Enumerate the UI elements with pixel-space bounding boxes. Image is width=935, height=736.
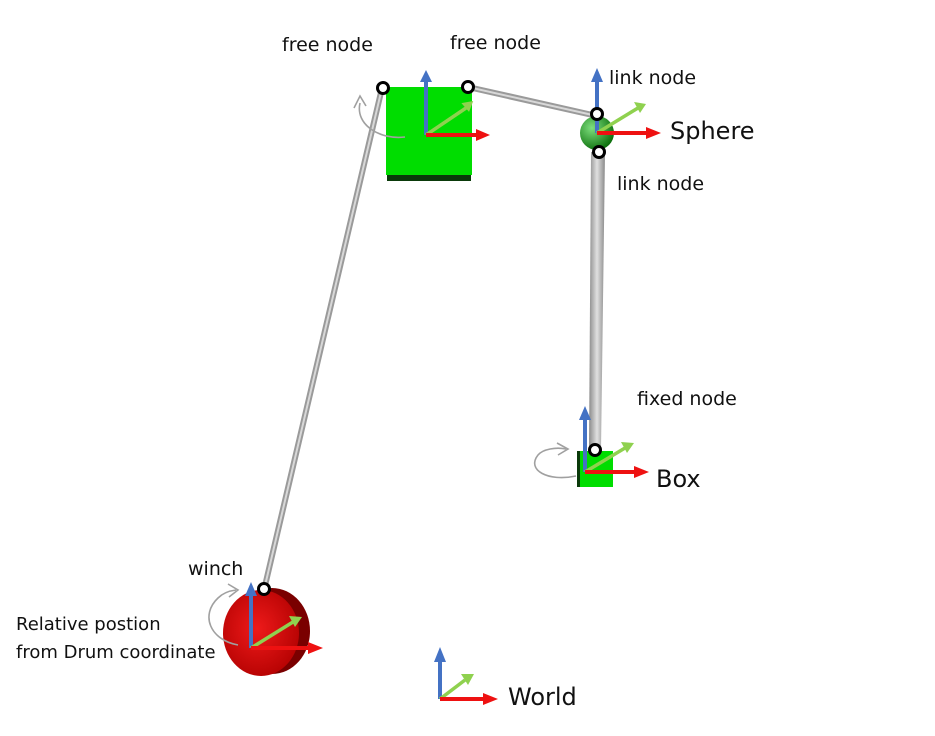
label-world: World bbox=[508, 683, 577, 711]
box-rotation-arrow-icon bbox=[533, 447, 577, 479]
label-free-node-left: free node bbox=[282, 34, 373, 56]
box-rotation-arrowhead-icon bbox=[556, 442, 570, 456]
fixed-node-icon bbox=[588, 443, 602, 457]
box-xyz-axes-icon bbox=[579, 406, 649, 478]
link-node-bottom-icon bbox=[592, 145, 606, 159]
top-block bbox=[353, 70, 490, 181]
label-link-node-top: link node bbox=[609, 67, 696, 89]
top-block-rotation-arrowhead-icon bbox=[353, 94, 367, 109]
label-winch: winch bbox=[188, 558, 243, 580]
drum-rotation-arrow-icon bbox=[208, 589, 239, 646]
label-link-node-bottom: link node bbox=[617, 173, 704, 195]
label-box: Box bbox=[656, 465, 701, 493]
box-body bbox=[533, 406, 649, 487]
link-node-top-icon bbox=[590, 107, 604, 121]
world-xyz-axes-icon bbox=[434, 647, 498, 705]
top-block-rotation-arrow-icon bbox=[358, 102, 406, 139]
sphere-xyz-axes-icon bbox=[591, 68, 661, 139]
cable-free-node-to-link-node-highlight bbox=[467, 86, 598, 117]
free-node-left-icon bbox=[376, 81, 390, 95]
drum-rotation-arrowhead-icon bbox=[227, 583, 240, 598]
winch-node-icon bbox=[257, 582, 271, 596]
top-block-xyz-axes-icon bbox=[420, 70, 490, 141]
sphere-body bbox=[580, 68, 661, 150]
cables bbox=[261, 84, 605, 593]
drum-face bbox=[223, 590, 299, 676]
cable-sphere-to-box bbox=[589, 152, 605, 450]
drum-xyz-axes-icon bbox=[245, 582, 323, 654]
label-relative-position-line2: from Drum coordinate bbox=[16, 642, 216, 663]
label-free-node-right: free node bbox=[450, 32, 541, 54]
nodes bbox=[257, 80, 606, 596]
labels: free node free node link node Sphere lin… bbox=[16, 32, 755, 711]
label-sphere: Sphere bbox=[670, 117, 755, 145]
drum-body bbox=[208, 582, 323, 676]
label-relative-position-line1: Relative postion bbox=[16, 614, 161, 635]
label-fixed-node: fixed node bbox=[637, 388, 737, 410]
cable-winch-to-free-node-highlight bbox=[263, 87, 383, 591]
free-node-right-icon bbox=[461, 80, 475, 94]
top-block-shadow bbox=[387, 172, 471, 181]
